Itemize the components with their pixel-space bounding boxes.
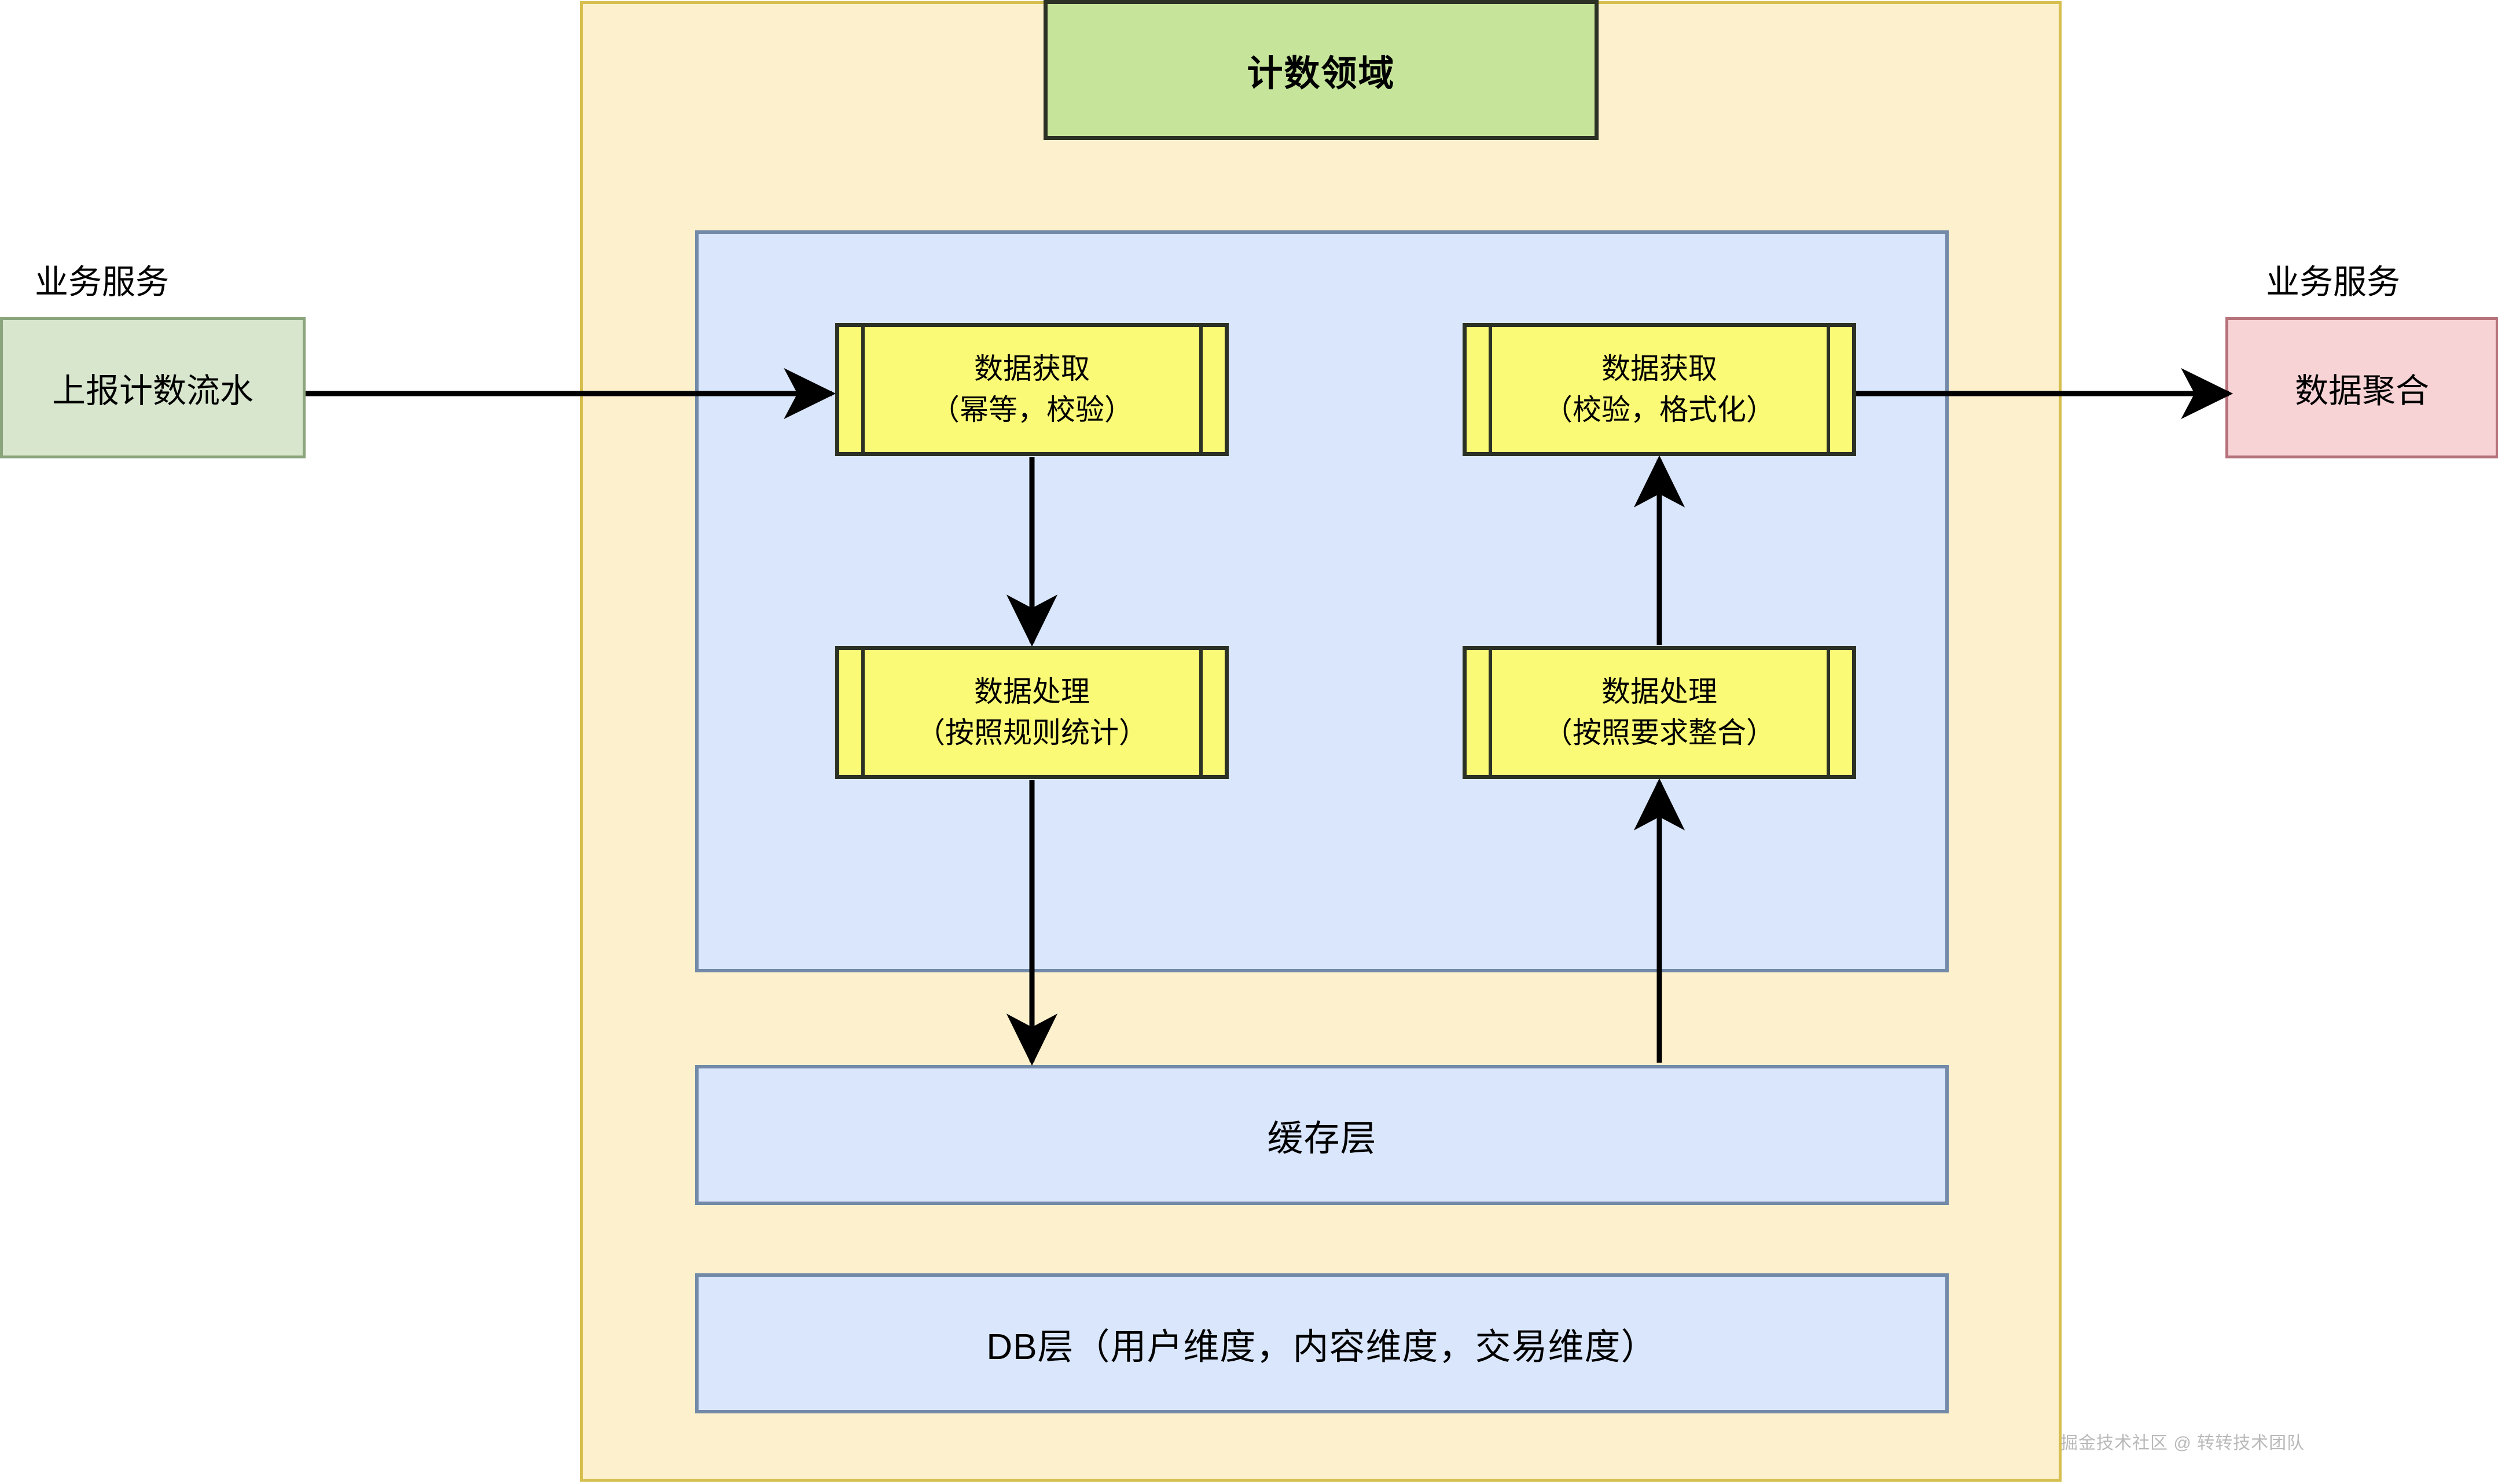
node-read-process-line2: （按照要求整合） [1544,717,1775,749]
watermark: 掘金技术社区 @ 转转技术团队 [2060,1434,2305,1453]
node-read-fetch[interactable]: 数据获取 （校验，格式化） [1463,323,1856,456]
domain-title-box: 计数领域 [1044,0,1599,140]
node-write-process-line2: （按照规则统计） [916,717,1148,749]
cache-layer-box[interactable]: 缓存层 [695,1065,1949,1205]
node-read-fetch-line1: 数据获取 [1601,352,1717,385]
right-service-box[interactable]: 数据聚合 [2225,317,2498,458]
node-write-process-line1: 数据处理 [974,675,1090,708]
db-layer-box[interactable]: DB层（用户维度，内容维度，交易维度） [695,1273,1949,1413]
node-read-fetch-line2: （校验，格式化） [1544,394,1775,426]
node-read-process-line1: 数据处理 [1601,675,1717,708]
db-layer-label: DB层（用户维度，内容维度，交易维度） [986,1327,1658,1367]
node-write-process[interactable]: 数据处理 （按照规则统计） [835,646,1229,779]
domain-title-label: 计数领域 [1247,54,1395,94]
cache-layer-label: 缓存层 [1267,1119,1377,1159]
right-service-caption: 业务服务 [2266,263,2401,301]
left-service-box-label: 上报计数流水 [52,372,254,410]
left-service-caption: 业务服务 [35,263,170,301]
node-write-fetch-line1: 数据获取 [974,352,1090,385]
node-read-process[interactable]: 数据处理 （按照要求整合） [1463,646,1856,779]
node-write-fetch[interactable]: 数据获取 （幂等，校验） [835,323,1229,456]
left-service-box[interactable]: 上报计数流水 [0,317,306,458]
node-write-fetch-line2: （幂等，校验） [931,394,1133,426]
right-service-box-label: 数据聚合 [2294,372,2429,410]
